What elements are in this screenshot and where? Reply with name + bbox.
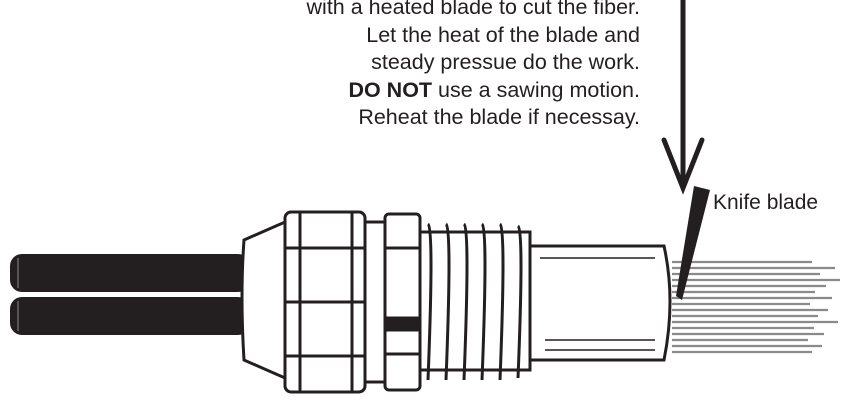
knife-blade-icon: [676, 186, 710, 300]
instruction-line-5: Reheat the blade if necessay.: [358, 105, 640, 129]
gland-threads: [418, 222, 532, 381]
instruction-line-4: DO NOT use a sawing motion.: [120, 77, 640, 105]
instruction-line-3: steady pressue do the work.: [371, 50, 640, 74]
gland-seal-nut: [240, 210, 367, 394]
down-arrow-icon: [661, 0, 705, 195]
knife-blade-label: Knife blade: [713, 191, 819, 214]
gland-locknut: [363, 212, 422, 392]
fiber-sleeve: [528, 244, 672, 362]
loose-fibers: [672, 260, 840, 354]
instruction-line-2: Let the heat of the blade and: [366, 22, 640, 47]
instruction-text: with a heated blade to cut the fiber. Le…: [120, 0, 640, 132]
warning-emphasis: DO NOT: [348, 77, 433, 102]
warning-text: use a sawing motion.: [432, 77, 640, 102]
cable-pair: [10, 254, 250, 335]
instruction-line-1: with a heated blade to cut the fiber.: [306, 0, 640, 19]
